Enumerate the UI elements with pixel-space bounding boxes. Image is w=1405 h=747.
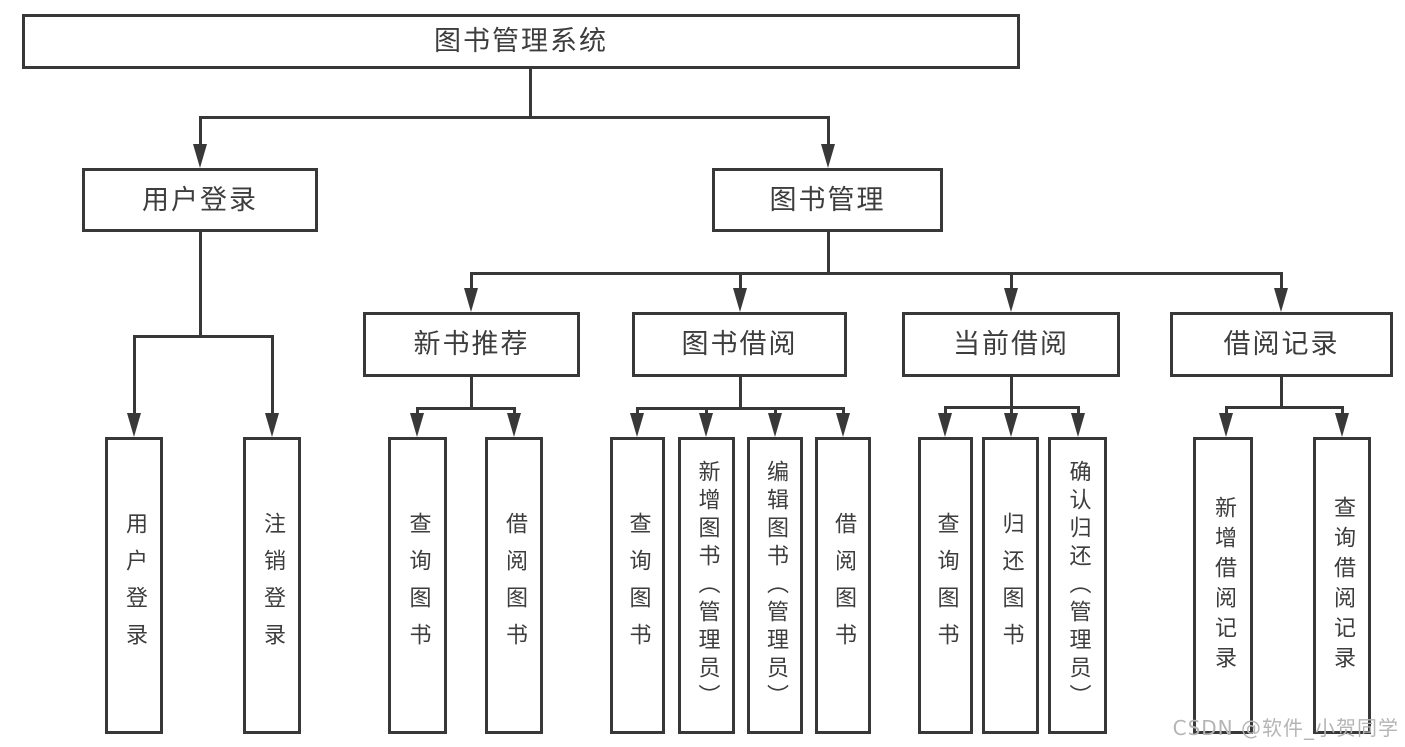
arrowhead-icon [507,413,521,437]
node-borrow-books-recommend: 借阅图书 [485,437,543,734]
connector-stem-system-to-main [826,117,830,150]
arrowhead-icon [1274,288,1288,312]
node-book-borrow: 图书借阅 [632,312,847,377]
node-query-borrow-record: 查询借阅记录 [1313,437,1371,734]
node-logout-action: 注销登录 [243,437,301,734]
connector-rail-user-login-children [132,334,274,338]
node-book-management: 图书管理 [712,168,943,232]
node-borrow-records: 借阅记录 [1170,312,1393,377]
connector-rail-book-borrow-children [635,406,845,410]
node-query-books-recommend: 查询图书 [388,437,447,734]
connector-drop-user-login-children [198,232,202,338]
connector-stem-book-management-children [738,273,742,294]
node-current-borrow: 当前借阅 [902,312,1120,377]
connector-rail-system-to-main [198,115,830,119]
arrowhead-icon [733,288,747,312]
connector-rail-new-book-recommend-children [415,406,516,410]
connector-rail-book-management-children [469,271,1283,275]
connector-stem-user-login-children [132,336,136,419]
connector-drop-borrow-records-children [1279,377,1283,409]
arrowhead-icon [630,413,644,437]
node-borrow-books: 借阅图书 [815,437,871,734]
connector-stem-user-login-children [270,336,274,419]
arrowhead-icon [1004,413,1018,437]
connector-drop-book-borrow-children [738,377,742,410]
arrowhead-icon [464,288,478,312]
connector-stem-book-management-children [469,273,473,294]
arrowhead-icon [127,413,141,437]
node-system-root: 图书管理系统 [22,14,1020,69]
arrowhead-icon [938,413,952,437]
arrowhead-icon [410,413,424,437]
arrowhead-icon [193,144,207,168]
connector-stem-book-management-children [1009,273,1013,294]
arrowhead-icon [821,144,835,168]
arrowhead-icon [1004,288,1018,312]
node-user-login-action: 用户登录 [105,437,163,734]
connector-drop-system-to-main [528,69,532,119]
node-new-book-recommend: 新书推荐 [363,312,580,377]
node-confirm-return-admin: 确认归还（管理员） [1048,437,1107,734]
connector-stem-system-to-main [198,117,202,150]
node-edit-book-admin: 编辑图书（管理员） [747,437,803,734]
arrowhead-icon [1071,413,1085,437]
node-add-borrow-record: 新增借阅记录 [1193,437,1253,734]
node-add-book-admin: 新增图书（管理员） [678,437,735,734]
node-query-books-current: 查询图书 [918,437,973,734]
node-user-login: 用户登录 [82,168,318,232]
node-query-books-borrow: 查询图书 [610,437,665,734]
node-return-book: 归还图书 [982,437,1039,734]
arrowhead-icon [768,413,782,437]
csdn-watermark: CSDN @软件_小贺同学 [1172,716,1399,740]
arrowhead-icon [265,413,279,437]
arrowhead-icon [1219,413,1233,437]
connector-stem-book-management-children [1279,273,1283,294]
arrowhead-icon [699,413,713,437]
connector-rail-borrow-records-children [1224,405,1344,409]
connector-drop-current-borrow-children [1009,377,1013,409]
connector-drop-book-management-children [826,232,830,275]
connector-drop-new-book-recommend-children [469,377,473,410]
arrowhead-icon [836,413,850,437]
arrowhead-icon [1335,413,1349,437]
